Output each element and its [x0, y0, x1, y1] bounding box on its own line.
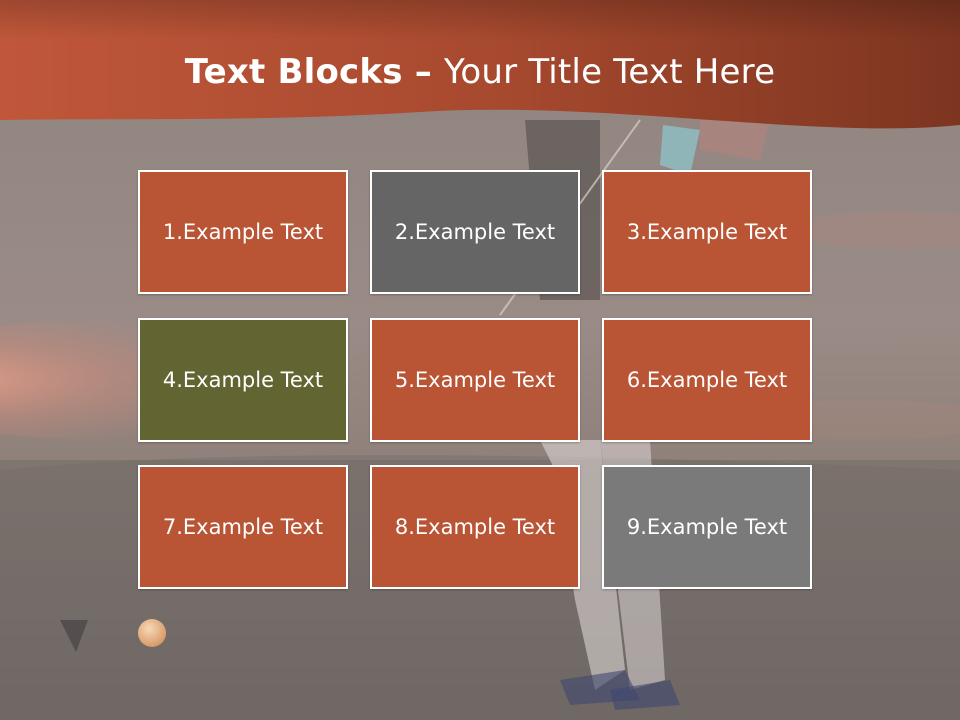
text-block-8[interactable]: 8.Example Text — [370, 465, 580, 589]
text-block-6[interactable]: 6.Example Text — [602, 318, 812, 442]
text-block-7[interactable]: 7.Example Text — [138, 465, 348, 589]
text-block-5[interactable]: 5.Example Text — [370, 318, 580, 442]
title-bold: Text Blocks — [184, 52, 403, 92]
text-block-9[interactable]: 9.Example Text — [602, 465, 812, 589]
title-separator: – — [402, 52, 444, 92]
text-block-3[interactable]: 3.Example Text — [602, 170, 812, 294]
text-block-1[interactable]: 1.Example Text — [138, 170, 348, 294]
title-rest: Your Title Text Here — [443, 52, 776, 92]
slide-title: Text Blocks – Your Title Text Here — [0, 52, 960, 92]
text-blocks-grid: 1.Example Text 2.Example Text 3.Example … — [138, 170, 816, 594]
text-block-4[interactable]: 4.Example Text — [138, 318, 348, 442]
text-block-2[interactable]: 2.Example Text — [370, 170, 580, 294]
